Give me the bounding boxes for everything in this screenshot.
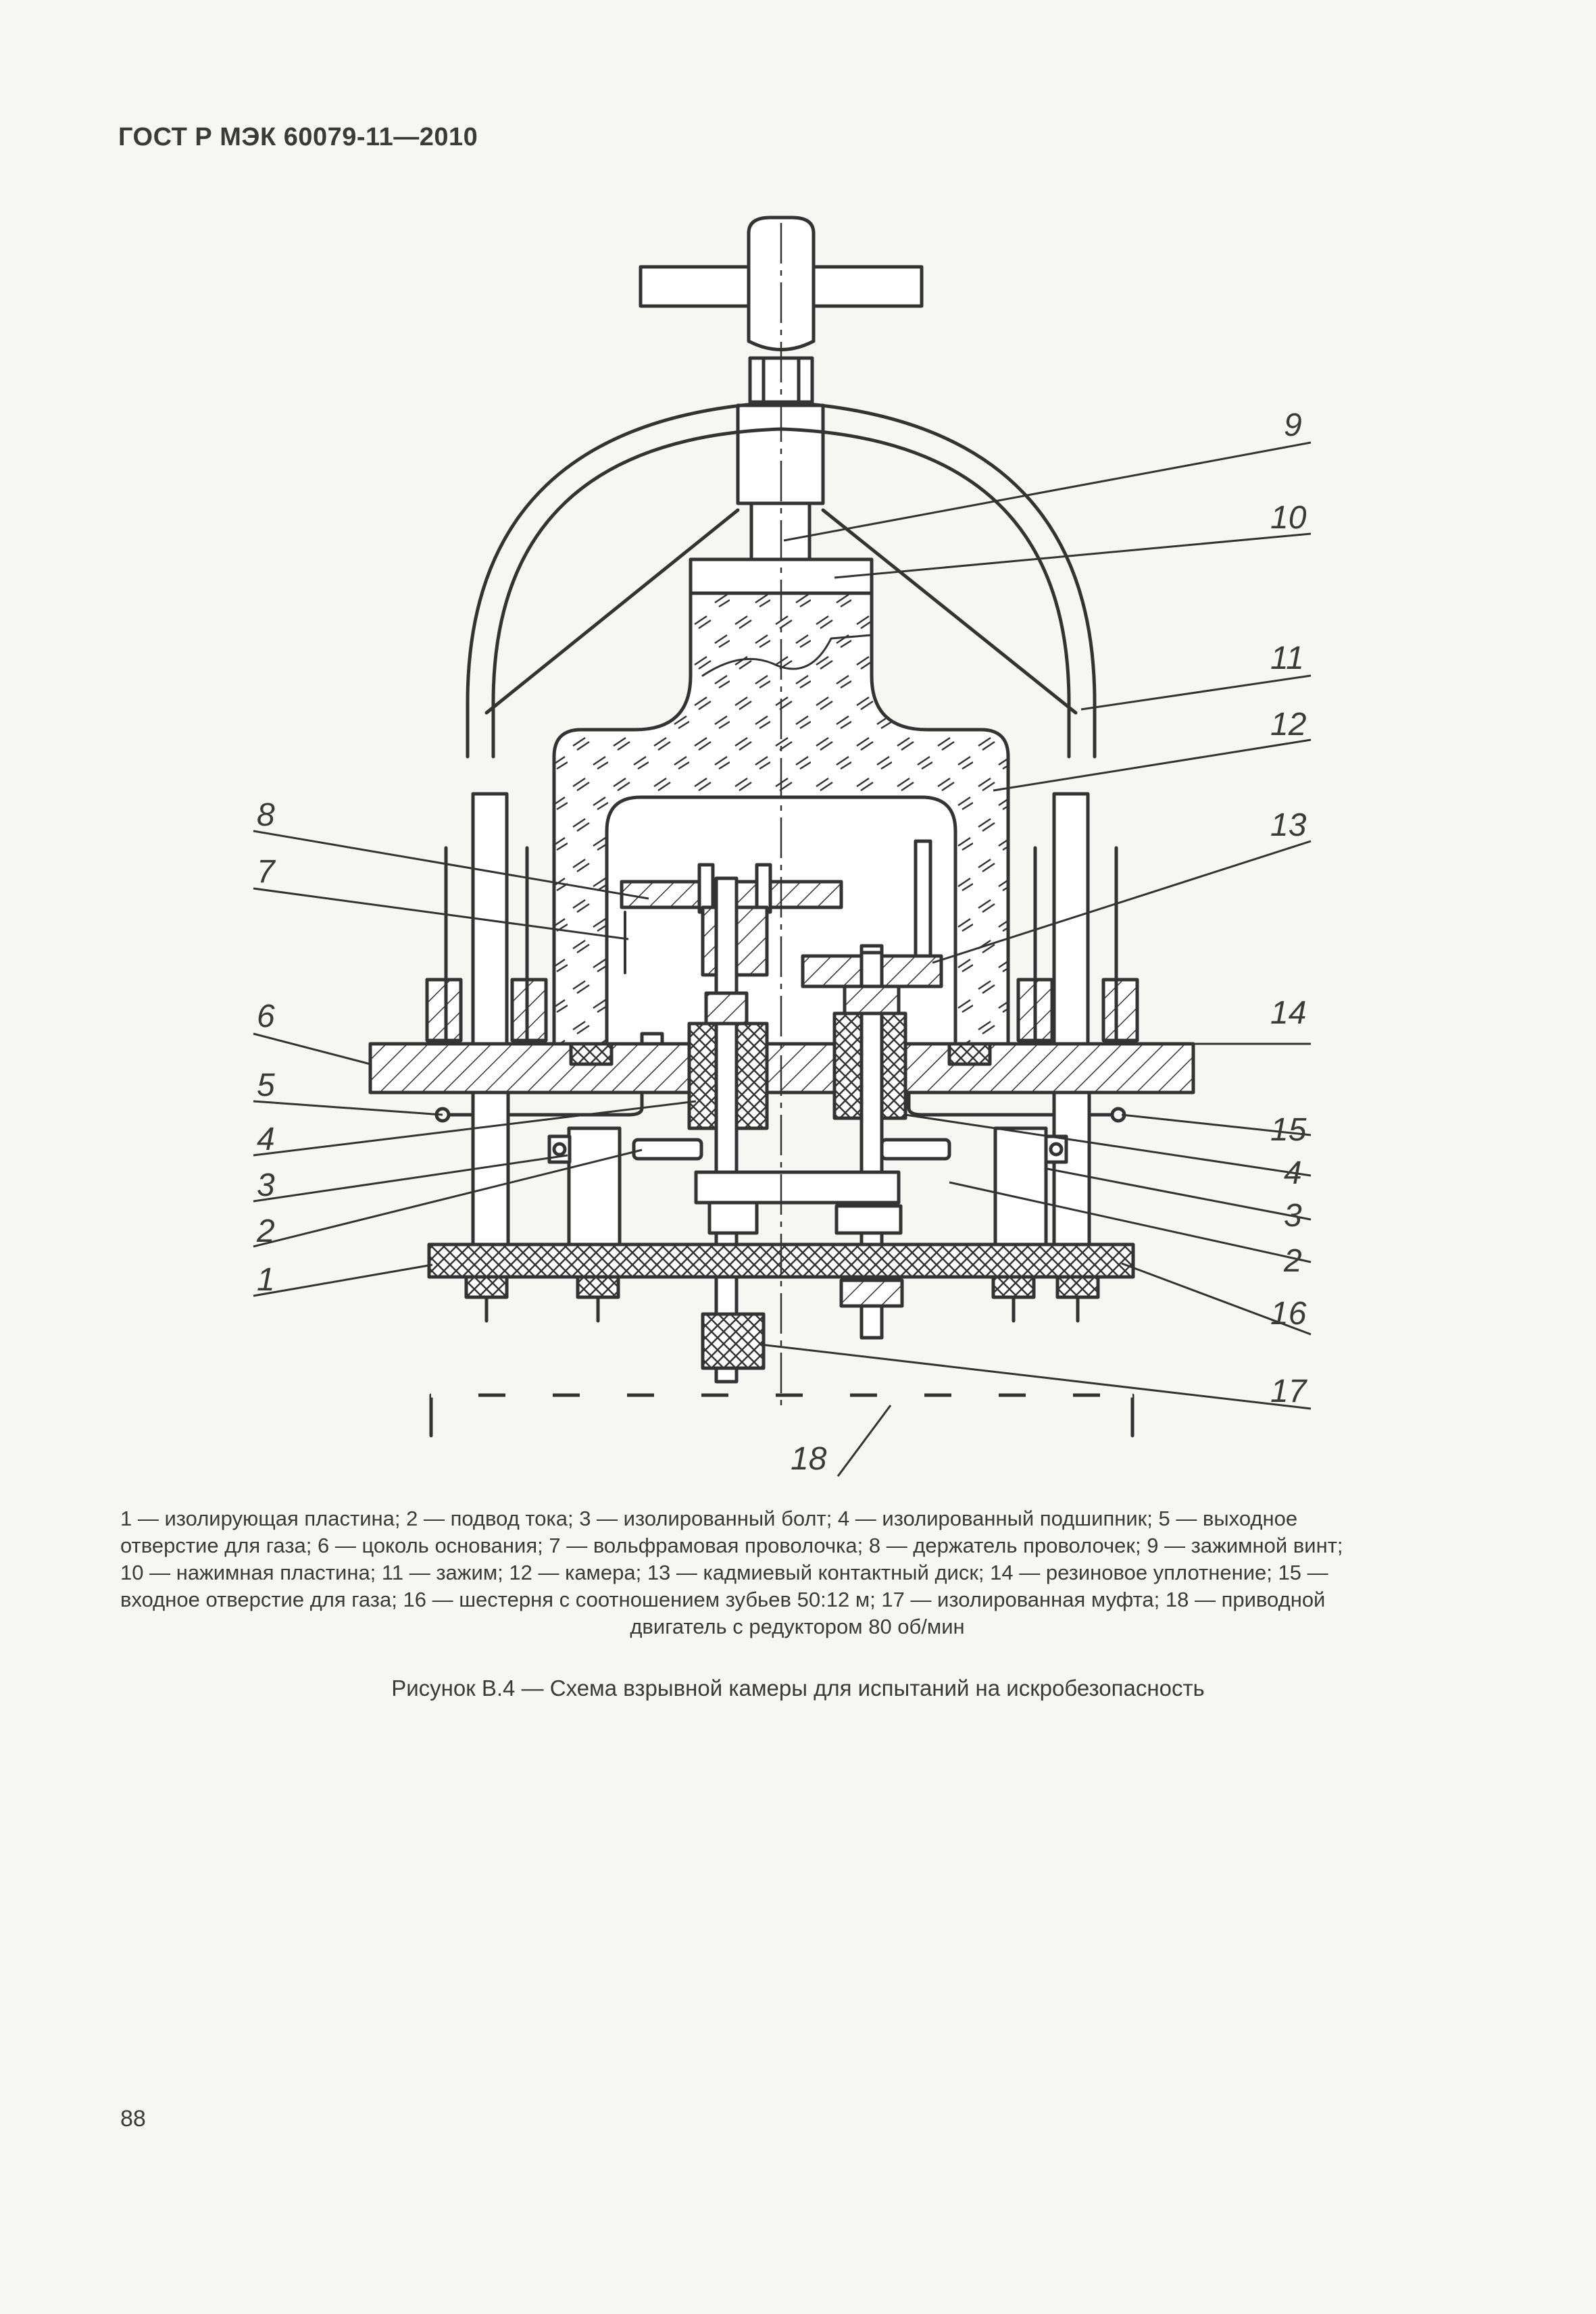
gear-link <box>694 1170 901 1205</box>
callout-10: 10 <box>1270 500 1307 536</box>
callout-4-right: 4 <box>1284 1155 1302 1191</box>
callout-16: 16 <box>1270 1296 1307 1332</box>
legend-line: отверстие для газа; 6 — цоколь основания… <box>120 1534 1343 1557</box>
callout-2-left: 2 <box>256 1213 275 1249</box>
callout-6: 6 <box>257 999 275 1034</box>
insulated-coupling <box>701 1312 766 1370</box>
legend-line: 10 — нажимная пластина; 11 — зажим; 12 —… <box>120 1561 1328 1584</box>
insulated-bolt-right <box>993 1126 1048 1247</box>
callout-12: 12 <box>1270 707 1306 743</box>
callout-15: 15 <box>1270 1112 1307 1148</box>
figure-caption: Рисунок В.4 — Схема взрывной камеры для … <box>391 1676 1205 1701</box>
legend-line: 1 — изолирующая пластина; 2 — подвод ток… <box>120 1507 1298 1530</box>
callout-9: 9 <box>1284 407 1302 443</box>
legend-line: двигатель с редуктором 80 об/мин <box>630 1615 965 1638</box>
callout-14: 14 <box>1270 995 1306 1031</box>
callout-3-right: 3 <box>1284 1198 1302 1234</box>
callout-1: 1 <box>257 1262 275 1298</box>
shaft-left <box>714 876 739 1384</box>
callout-8: 8 <box>257 797 275 833</box>
callout-2-right: 2 <box>1283 1243 1302 1279</box>
page-number: 88 <box>120 2106 146 2132</box>
document-header: ГОСТ Р МЭК 60079-11—2010 <box>118 123 478 151</box>
callout-17: 17 <box>1270 1374 1308 1409</box>
explosion-chamber-diagram: 9 10 11 12 13 8 7 6 14 5 15 4 4 3 3 2 2 … <box>253 216 1312 1477</box>
callout-3-left: 3 <box>257 1167 275 1203</box>
callout-7: 7 <box>257 854 276 890</box>
figure-legend: 1 — изолирующая пластина; 2 — подвод ток… <box>120 1505 1474 1640</box>
callout-18: 18 <box>791 1441 827 1477</box>
insulated-bolt-left <box>567 1126 622 1247</box>
callout-11: 11 <box>1270 640 1304 676</box>
current-lead-right <box>880 1138 951 1161</box>
callout-5: 5 <box>257 1067 275 1103</box>
callout-13: 13 <box>1270 807 1307 843</box>
callout-4-left: 4 <box>257 1122 275 1157</box>
legend-line: входное отверстие для газа; 16 — шестерн… <box>120 1588 1326 1611</box>
current-lead-left <box>632 1138 703 1161</box>
motor-outline <box>429 1393 1134 1438</box>
